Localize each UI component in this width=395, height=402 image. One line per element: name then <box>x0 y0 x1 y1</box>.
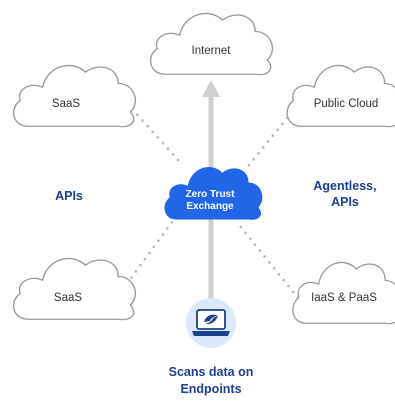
cloud-saas-bottom-label: SaaS <box>54 292 82 304</box>
agentless-label-line1: Agentless, <box>313 179 376 193</box>
cloud-saas-bottom <box>12 257 137 321</box>
zte-label-line1: Zero Trust <box>186 189 236 200</box>
connector-public-cloud <box>243 110 294 172</box>
agentless-label-line2: APIs <box>331 195 359 209</box>
cloud-public-cloud <box>286 64 395 128</box>
cloud-saas-top <box>12 64 137 128</box>
cloud-internet-label: Internet <box>192 45 232 57</box>
zte-label-line2: Exchange <box>186 201 234 212</box>
cloud-iaas-paas-label: IaaS & PaaS <box>311 292 377 304</box>
apis-label: APIs <box>55 189 83 203</box>
connector-iaas-paas <box>238 224 300 300</box>
laptop-icon <box>186 298 236 348</box>
endpoints-label-line2: Endpoints <box>180 382 241 396</box>
cloud-public-cloud-label: Public Cloud <box>314 98 379 110</box>
cloud-saas-top-label: SaaS <box>52 98 80 110</box>
endpoints-label-line1: Scans data on <box>169 365 254 379</box>
